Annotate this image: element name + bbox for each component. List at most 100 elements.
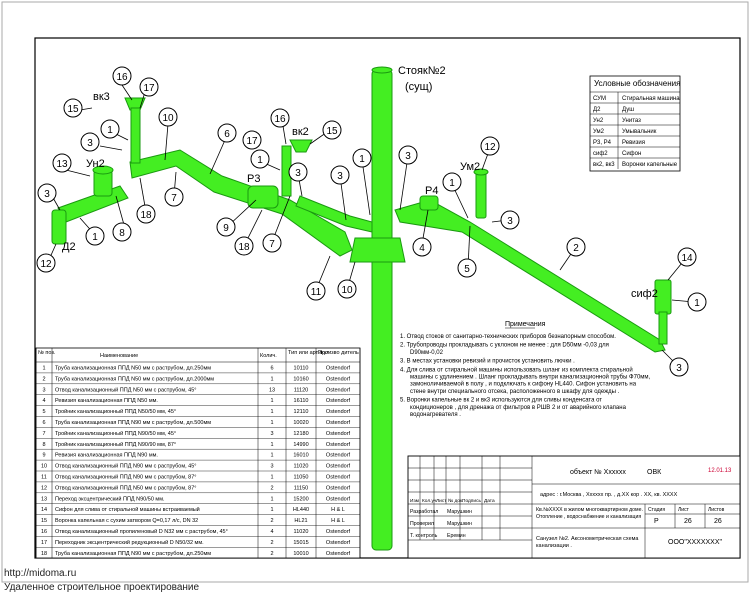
spec-article: 10160 bbox=[293, 376, 308, 382]
spec-name: Переходник эксцентрический редукционный … bbox=[55, 539, 204, 546]
note-line: стене внутри специального отсека, распол… bbox=[410, 389, 620, 395]
siphon-pipe bbox=[658, 311, 668, 345]
spec-maker: Ostendorf bbox=[326, 453, 351, 459]
spec-maker: H & L bbox=[331, 518, 345, 524]
spec-name: Тройник канализационный ППД N90/50 мм, 4… bbox=[55, 430, 176, 437]
svg-text:7: 7 bbox=[171, 193, 177, 204]
bubble-3g: 3 bbox=[669, 357, 689, 377]
spec-maker: Ostendorf bbox=[326, 420, 351, 426]
stamp-stage-header: Стадия bbox=[648, 507, 665, 513]
svg-text:10: 10 bbox=[162, 113, 174, 124]
legend-code: Ум2 bbox=[593, 129, 605, 135]
label-sif2: сиф2 bbox=[631, 288, 658, 300]
notes-block: Примечания 1. Отвод стоков от санитарно-… bbox=[400, 321, 651, 418]
bubble-15a: 15 bbox=[63, 98, 83, 118]
spec-header: Тип или артикул bbox=[288, 350, 329, 356]
bubble-12b: 12 bbox=[480, 136, 500, 156]
spec-maker: Ostendorf bbox=[326, 496, 351, 502]
note-line: машины с удлинением . Шланг прокладывать… bbox=[410, 374, 651, 381]
spec-name: Отвод канализационный ППД N90 мм с растр… bbox=[55, 474, 197, 481]
spec-pos: 2 bbox=[42, 376, 45, 382]
spec-maker: Ostendorf bbox=[326, 387, 351, 393]
spec-qty: 3 bbox=[270, 464, 273, 470]
stamp-sig-header: Дата bbox=[484, 498, 495, 504]
washbasin-drop bbox=[475, 171, 487, 219]
legend-code: СУМ bbox=[593, 96, 606, 102]
svg-text:3: 3 bbox=[295, 168, 301, 179]
stamp-work-name: Отопление , водоснабжение и канализация bbox=[536, 514, 641, 520]
spec-name: Труба канализационная ППД N50 мм с растр… bbox=[55, 366, 211, 372]
bubble-2: 2 bbox=[566, 237, 586, 257]
svg-text:1: 1 bbox=[92, 232, 98, 243]
label-p4: Р4 bbox=[425, 185, 438, 197]
bubble-11: 11 bbox=[306, 281, 326, 301]
bubble-7a: 7 bbox=[164, 187, 184, 207]
stamp-person: Марушкин bbox=[447, 509, 472, 515]
spec-pos: 14 bbox=[41, 507, 47, 513]
bubble-1f: 1 bbox=[687, 292, 707, 312]
label-d2: Д2 bbox=[62, 241, 76, 253]
legend-code: Д2 bbox=[593, 107, 601, 113]
bubble-12a: 12 bbox=[36, 253, 56, 273]
riser-tee bbox=[349, 237, 406, 263]
spec-qty: 3 bbox=[270, 431, 273, 437]
svg-text:3: 3 bbox=[337, 171, 343, 182]
legend-desc: Ревизия bbox=[622, 140, 645, 146]
svg-text:1: 1 bbox=[107, 125, 113, 136]
legend-desc: Умывальник bbox=[622, 129, 657, 135]
svg-text:17: 17 bbox=[246, 136, 258, 147]
spec-pos: 4 bbox=[42, 398, 45, 404]
spec-maker: Ostendorf bbox=[326, 366, 351, 372]
spec-qty: 1 bbox=[270, 409, 273, 415]
spec-maker: Ostendorf bbox=[326, 551, 351, 557]
bubble-3c: 3 bbox=[288, 162, 308, 182]
spec-qty: 6 bbox=[270, 366, 273, 372]
note-line: замоноличиваемой в полу , и подключать к… bbox=[410, 381, 637, 388]
stamp-date: 12.01.13 bbox=[708, 468, 732, 474]
notes-title: Примечания bbox=[505, 321, 546, 328]
spec-name: Отвод канализационный пропиленовый D N32… bbox=[55, 528, 228, 535]
spec-article: 14990 bbox=[293, 442, 308, 448]
bubble-17a: 17 bbox=[139, 77, 159, 97]
spec-pos: 16 bbox=[41, 529, 47, 535]
note-line: 4. Для слива от стиральной машины исполь… bbox=[400, 366, 633, 373]
riser-top bbox=[371, 66, 393, 74]
svg-text:7: 7 bbox=[269, 239, 275, 250]
spec-article: HL21 bbox=[294, 518, 307, 524]
bubble-4: 4 bbox=[412, 237, 432, 257]
spec-name: Отвод канализационный ППД N50 мм с растр… bbox=[55, 484, 197, 491]
spec-pos: 6 bbox=[42, 420, 45, 426]
bubble-5: 5 bbox=[457, 258, 477, 278]
bubble-9: 9 bbox=[216, 217, 236, 237]
spec-article: HL440 bbox=[293, 507, 309, 513]
svg-text:4: 4 bbox=[419, 243, 425, 254]
bubble-1e: 1 bbox=[442, 172, 462, 192]
shower-drop bbox=[51, 209, 67, 245]
svg-text:16: 16 bbox=[116, 72, 128, 83]
bubble-18b: 18 bbox=[234, 236, 254, 256]
stamp-sig-header: Подпись bbox=[462, 498, 481, 504]
spec-pos: 13 bbox=[41, 496, 47, 502]
bubble-16b: 16 bbox=[270, 108, 290, 128]
stamp-sig-header: Кол.уч bbox=[422, 498, 437, 504]
spec-article: 15200 bbox=[293, 496, 308, 502]
footer-caption: Удаленное строительное проектирование bbox=[4, 582, 200, 593]
svg-text:3: 3 bbox=[507, 216, 513, 227]
footer-url[interactable]: http://midoma.ru bbox=[4, 568, 77, 579]
spec-pos: 5 bbox=[42, 409, 45, 415]
spec-qty: 1 bbox=[270, 453, 273, 459]
svg-text:3: 3 bbox=[676, 363, 682, 374]
spec-maker: Ostendorf bbox=[326, 529, 351, 535]
spec-maker: Ostendorf bbox=[326, 398, 351, 404]
stamp-role: Проверил bbox=[410, 521, 434, 527]
funnel-vk2 bbox=[289, 139, 313, 153]
stamp-role: Разработал bbox=[410, 509, 438, 515]
spec-name: Отвод канализационный ППД N90 мм с растр… bbox=[55, 463, 197, 470]
spec-maker: Ostendorf bbox=[326, 376, 351, 382]
bubble-7b: 7 bbox=[262, 233, 282, 253]
spec-article: 11020 bbox=[294, 464, 309, 470]
spec-name: Ревизия канализационная ППД N90 мм. bbox=[55, 453, 158, 459]
spec-qty: 2 bbox=[270, 518, 273, 524]
spec-name: Тройник канализационный ППД N90/90 мм, 8… bbox=[55, 441, 176, 448]
